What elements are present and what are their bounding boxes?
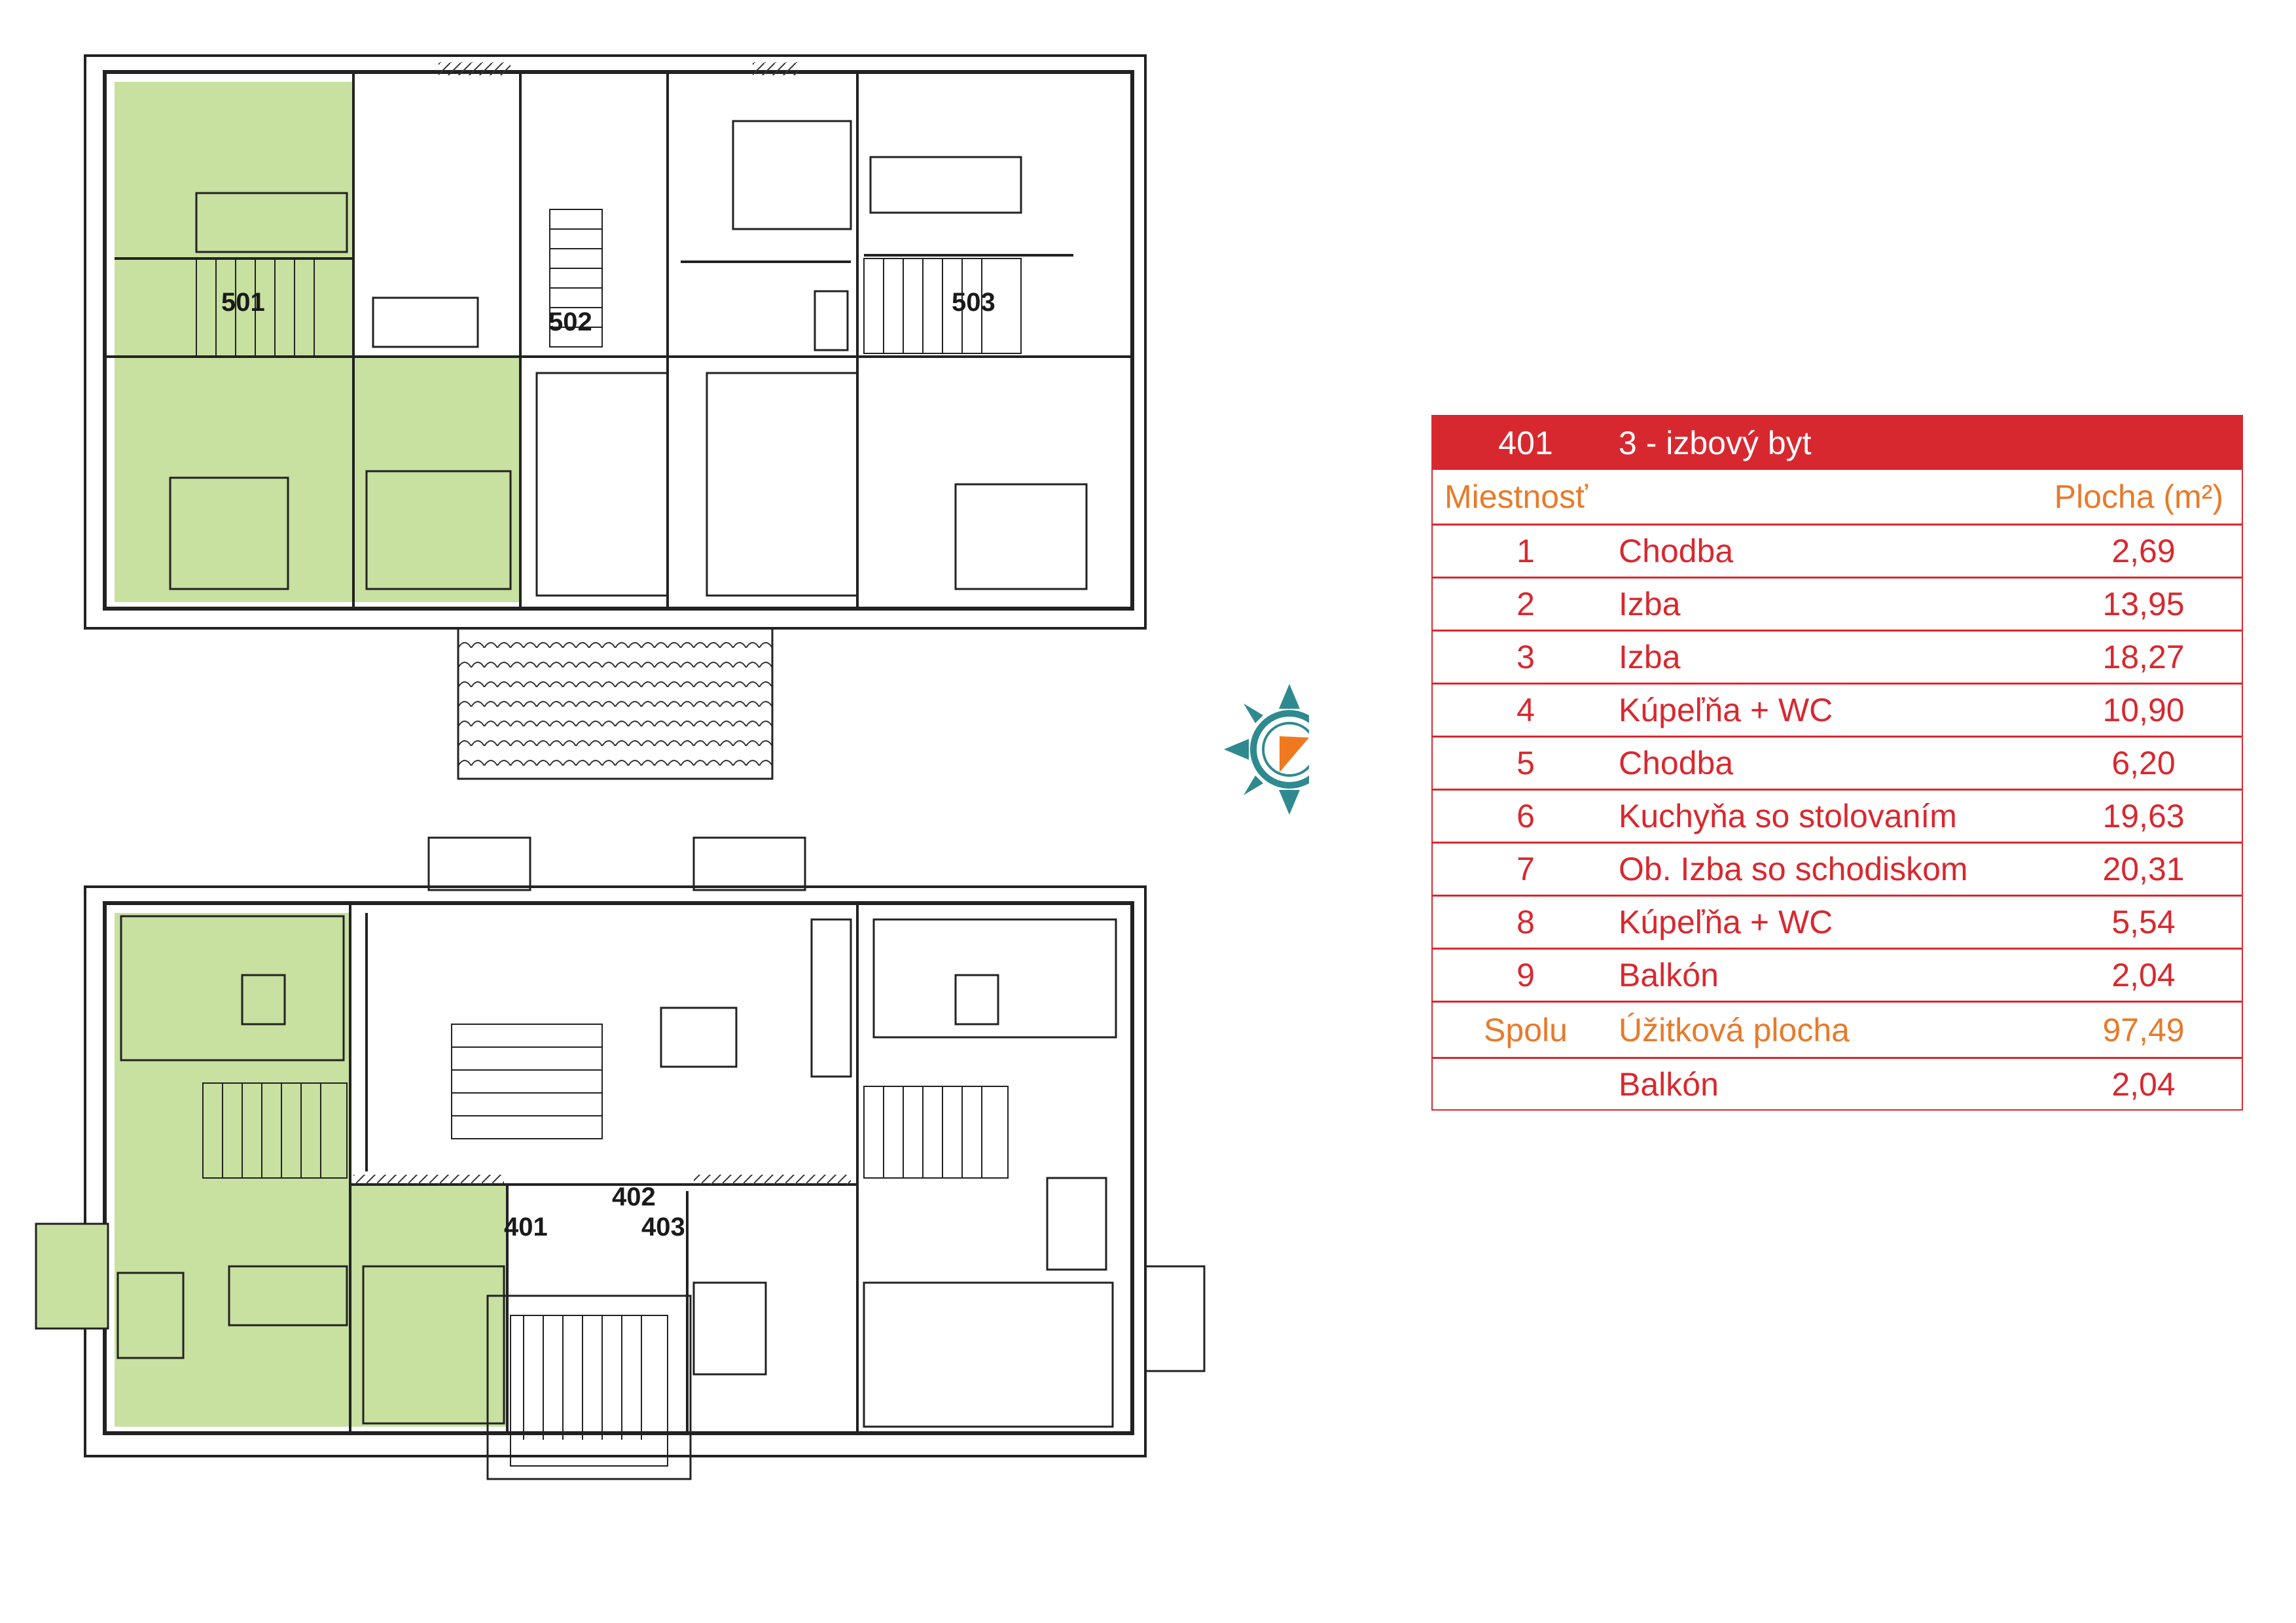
room-number: 3: [1516, 639, 1535, 675]
unit-501-highlight: [115, 82, 353, 602]
room-area: 13,95: [2102, 586, 2185, 622]
unit-label-402: 402: [612, 1183, 656, 1211]
unit-label-403: 403: [641, 1213, 685, 1241]
compass-icon: [1224, 684, 1309, 815]
room-name: Izba: [1619, 639, 1681, 675]
room-area-table: 401 3 - izbový byt Miestnosť Plocha (m²)…: [1431, 415, 2243, 1111]
room-area: 19,63: [2102, 798, 2185, 834]
room-number: 4: [1516, 692, 1535, 728]
room-name: Kúpeľňa + WC: [1619, 692, 1833, 728]
table-row: 4 Kúpeľňa + WC 10,90: [1433, 683, 2242, 736]
room-area: 20,31: [2102, 851, 2185, 887]
col-room-header: Miestnosť: [1444, 478, 1588, 515]
room-name: Chodba: [1619, 533, 1734, 569]
room-name: Chodba: [1619, 745, 1734, 781]
unit-401-highlight: [115, 913, 350, 1427]
balcony-area: 2,04: [2111, 1065, 2176, 1103]
total-row: Spolu Úžitková plocha 97,49: [1433, 1001, 2242, 1057]
total-name: Úžitková plocha: [1619, 1011, 1850, 1048]
unit-label-502: 502: [548, 308, 592, 336]
table-row: 5 Chodba 6,20: [1433, 736, 2242, 789]
col-area-header: Plocha (m²): [2054, 478, 2223, 515]
total-label: Spolu: [1484, 1011, 1568, 1048]
table-row: 3 Izba 18,27: [1433, 630, 2242, 683]
room-number: 7: [1516, 851, 1535, 887]
room-name: Balkón: [1619, 957, 1719, 993]
room-number: 9: [1516, 957, 1535, 993]
lower-floor-plan: 401 402 403: [35, 836, 1206, 1480]
balcony-name: Balkón: [1619, 1065, 1719, 1103]
table-row: 8 Kúpeľňa + WC 5,54: [1433, 895, 2242, 948]
room-area: 10,90: [2102, 692, 2185, 728]
column-headers: Miestnosť Plocha (m²): [1433, 470, 2242, 524]
room-area: 2,69: [2111, 533, 2176, 569]
unit-label-401: 401: [504, 1213, 548, 1241]
table-row: 9 Balkón 2,04: [1433, 948, 2242, 1001]
room-area: 5,54: [2111, 904, 2176, 940]
room-name: Kuchyňa so stolovaním: [1619, 798, 1957, 834]
room-number: 5: [1516, 745, 1535, 781]
table-row: 7 Ob. Izba so schodiskom 20,31: [1433, 842, 2242, 895]
total-area: 97,49: [2102, 1011, 2185, 1048]
unit-number: 401: [1498, 425, 1553, 461]
room-area: 2,04: [2111, 957, 2176, 993]
table-row: 2 Izba 13,95: [1433, 577, 2242, 630]
room-number: 6: [1516, 798, 1535, 834]
room-name: Izba: [1619, 586, 1681, 622]
floor-plans: 501 502 503: [35, 54, 1309, 1480]
table-header: 401 3 - izbový byt: [1433, 416, 2242, 470]
room-area: 18,27: [2102, 639, 2185, 675]
balcony-row: Balkón 2,04: [1433, 1057, 2242, 1109]
room-number: 1: [1516, 533, 1535, 569]
table-row: 6 Kuchyňa so stolovaním 19,63: [1433, 789, 2242, 842]
room-number: 2: [1516, 586, 1535, 622]
table-row: 1 Chodba 2,69: [1433, 524, 2242, 577]
room-name: Kúpeľňa + WC: [1619, 904, 1833, 940]
room-name: Ob. Izba so schodiskom: [1619, 851, 1968, 887]
room-number: 8: [1516, 904, 1535, 940]
unit-type: 3 - izbový byt: [1619, 425, 1812, 461]
unit-label-503: 503: [952, 288, 996, 317]
unit-label-501: 501: [221, 288, 265, 317]
room-area: 6,20: [2111, 745, 2176, 781]
upper-floor-plan: 501 502 503: [84, 54, 1147, 780]
